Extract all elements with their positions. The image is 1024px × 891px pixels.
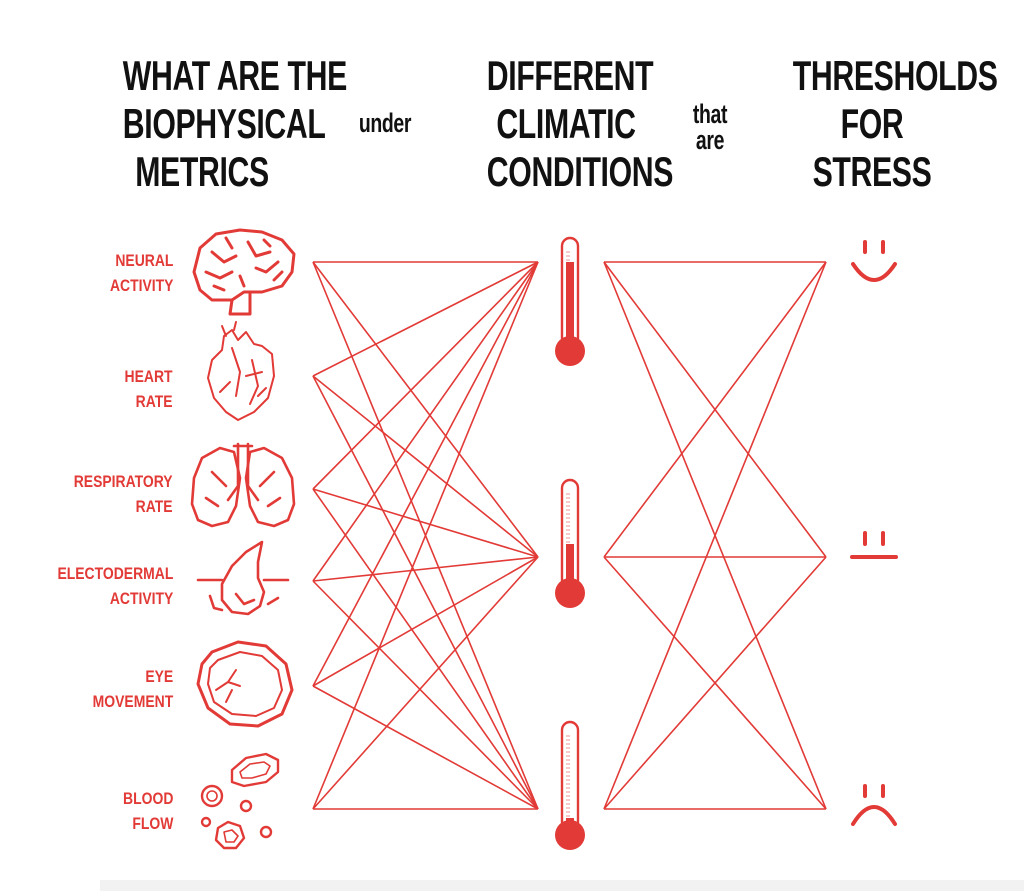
thermometer-icon xyxy=(555,720,585,850)
blood-cells-icon xyxy=(200,752,280,850)
header-thresholds-line: FOR xyxy=(840,100,904,147)
connector-that-are-line: that xyxy=(692,99,728,129)
link-metric-3-condition-0 xyxy=(312,261,539,582)
link-metric-0-condition-1 xyxy=(312,261,539,558)
metric-label-blood-flow: BLOOD FLOW xyxy=(123,786,173,836)
thermometer-icon xyxy=(555,236,585,366)
thermometer-icon xyxy=(555,478,585,608)
metric-label-line: MOVEMENT xyxy=(92,692,173,711)
metric-label-line: RATE xyxy=(136,497,173,516)
metric-label-line: BLOOD xyxy=(122,789,173,808)
connector-that-are: that are xyxy=(678,99,743,155)
link-metric-3-condition-1 xyxy=(312,556,539,582)
metric-label-line: RATE xyxy=(136,392,173,411)
connector-that-are-line: are xyxy=(695,125,725,155)
metric-label-electrodermal-activity: ELECTODERMAL ACTIVITY xyxy=(57,561,173,611)
metric-label-line: FLOW xyxy=(131,814,173,833)
neutral-face-icon xyxy=(850,531,898,559)
connector-under-text: under xyxy=(358,108,412,138)
metric-label-respiratory-rate: RESPIRATORY RATE xyxy=(74,469,173,519)
header-thresholds-line: STRESS xyxy=(812,148,932,195)
metric-label-line: HEART xyxy=(124,367,173,386)
heart-icon xyxy=(207,321,275,421)
metric-label-line: ELECTODERMAL xyxy=(57,564,173,583)
eye-icon xyxy=(196,640,294,728)
link-condition-2-threshold-0 xyxy=(603,261,827,810)
metric-condition-links xyxy=(312,261,539,810)
metric-label-eye-movement: EYE MOVEMENT xyxy=(92,664,173,714)
link-condition-1-threshold-0 xyxy=(603,261,827,558)
condition-threshold-links xyxy=(603,261,827,810)
header-conditions: DIFFERENT CLIMATIC CONDITIONS xyxy=(486,52,674,196)
link-metric-1-condition-1 xyxy=(312,375,539,558)
metric-label-line: ACTIVITY xyxy=(109,589,173,608)
link-metric-4-condition-1 xyxy=(312,556,539,687)
header-conditions-line: DIFFERENT xyxy=(486,52,654,99)
link-condition-2-threshold-1 xyxy=(603,556,827,810)
link-metric-1-condition-2 xyxy=(312,375,539,810)
metric-label-neural-activity: NEURAL ACTIVITY xyxy=(109,248,173,298)
header-conditions-line: CLIMATIC xyxy=(496,100,636,147)
link-metric-2-condition-1 xyxy=(312,488,539,558)
link-metric-5-condition-0 xyxy=(312,261,539,810)
link-metric-2-condition-2 xyxy=(312,488,539,810)
connector-under: under xyxy=(349,108,421,138)
metric-label-line: RESPIRATORY xyxy=(74,472,173,491)
link-metric-1-condition-0 xyxy=(312,261,539,377)
metric-label-line: NEURAL xyxy=(114,251,173,270)
metric-label-line: EYE xyxy=(145,667,173,686)
link-metric-2-condition-0 xyxy=(312,261,539,490)
sad-face-icon xyxy=(851,784,897,826)
link-metric-4-condition-2 xyxy=(312,685,539,810)
metric-label-heart-rate: HEART RATE xyxy=(125,364,173,414)
skin-icon xyxy=(196,540,290,616)
happy-face-icon xyxy=(851,240,897,282)
link-metric-5-condition-1 xyxy=(312,556,539,810)
brain-icon xyxy=(192,228,296,316)
link-metric-3-condition-2 xyxy=(312,580,539,810)
link-metric-4-condition-0 xyxy=(312,261,539,687)
lungs-icon xyxy=(190,442,296,528)
metric-label-line: ACTIVITY xyxy=(109,276,173,295)
header-conditions-line: CONDITIONS xyxy=(486,148,674,195)
footer-shadow xyxy=(100,880,1024,891)
header-metrics-line: METRICS xyxy=(135,148,269,195)
